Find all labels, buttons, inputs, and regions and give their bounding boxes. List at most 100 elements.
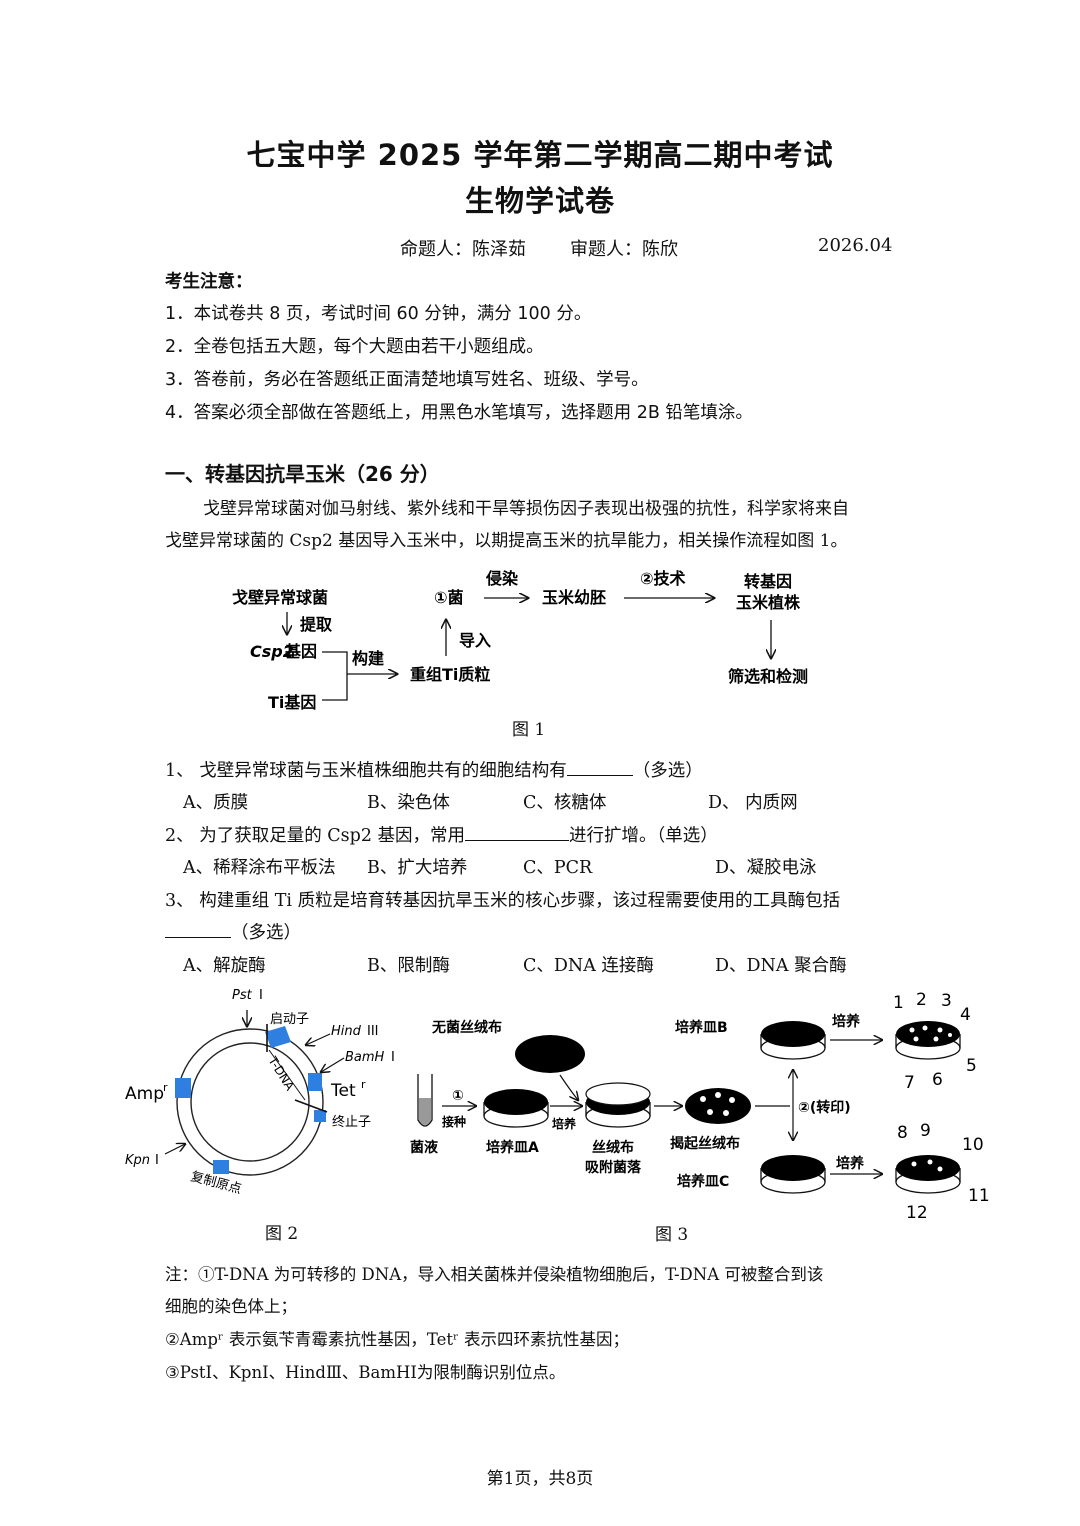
- kpn-label: Kpn: [125, 1153, 150, 1168]
- terminator-block: [314, 1110, 326, 1122]
- question-type: （多选）: [231, 923, 301, 943]
- dish-c: [760, 1155, 826, 1194]
- velvet-disc: [515, 1035, 585, 1073]
- fig1-transgenic-2: 玉米植株: [736, 593, 801, 612]
- bacteria-liquid: [419, 1098, 431, 1125]
- notice-item: 1．本试卷共 8 页，考试时间 60 分钟，满分 100 分。: [165, 304, 592, 324]
- figure3-replica-plating: 无菌丝绒布 菌液 ① 接种 培养皿A 培养 丝绒布 吸附菌落: [410, 990, 990, 1222]
- option-c: C、PCR: [523, 858, 593, 878]
- fig1-transgenic-1: 转基因: [744, 572, 792, 591]
- question-2: 2、 为了获取足量的 Csp2 基因，常用 进行扩增。（单选）: [165, 822, 718, 847]
- step1-marker: ①: [452, 1088, 464, 1104]
- promoter-label: 启动子: [270, 1012, 309, 1027]
- culture-label-1: 培养: [552, 1116, 576, 1131]
- fig1-screen: 筛选和检测: [728, 667, 808, 686]
- fig1-extract: 提取: [300, 615, 332, 634]
- velvet-absorb-label-1: 丝绒布: [592, 1139, 634, 1156]
- answer-blank: [465, 822, 570, 841]
- note-line: ③PstⅠ、KpnⅠ、HindⅢ、BamHⅠ为限制酶识别位点。: [165, 1363, 566, 1382]
- colony-11: 11: [968, 1186, 990, 1206]
- velvet-on-dish: [585, 1082, 651, 1128]
- fig1-csp2: Csp2: [250, 642, 294, 661]
- fig1-ti-gene: Ti基因: [268, 693, 316, 710]
- culture-label-2: 培养: [832, 1013, 861, 1030]
- fig1-technique: ②技术: [640, 569, 686, 588]
- fig1-recombinant: 重组Ti质粒: [410, 665, 490, 684]
- dish-a: [483, 1089, 549, 1128]
- figure1-flowchart: 戈壁异常球菌 提取 Csp2 基因 Ti基因 构建 重组Ti质粒 导入 ①菌 侵…: [232, 569, 808, 710]
- result-dish-top: [895, 1021, 961, 1060]
- result-dish-bottom: [895, 1155, 961, 1194]
- note-line: ②Ampʳ 表示氨苄青霉素抗性基因，Tetʳ 表示四环素抗性基因；: [165, 1330, 629, 1349]
- figure1-caption: 图 1: [512, 720, 546, 740]
- notice-heading: 考生注意：: [165, 272, 253, 292]
- page-number: 第1页，共8页: [486, 1469, 594, 1489]
- liquid-label: 菌液: [410, 1139, 439, 1156]
- terminator-label: 终止子: [332, 1114, 371, 1130]
- option-b: B、染色体: [367, 793, 450, 813]
- colony-12: 12: [906, 1203, 928, 1222]
- bamh-roman: I: [391, 1050, 395, 1065]
- amp-gene-block: [175, 1078, 191, 1098]
- pst-roman: I: [259, 988, 263, 1003]
- fig1-embryo: 玉米幼胚: [542, 588, 606, 607]
- reviewer-label: 审题人：陈欣: [570, 239, 678, 260]
- fig1-source: 戈壁异常球菌: [232, 588, 328, 607]
- figure2-plasmid-map: Pst I 启动子 Hind III BamH I T-DNA Tet r 终止…: [125, 988, 395, 1197]
- colony-5: 5: [966, 1056, 977, 1076]
- question-3-cont: （多选）: [165, 919, 301, 944]
- colony-8: 8: [897, 1123, 908, 1143]
- figure3-caption: 图 3: [655, 1225, 689, 1245]
- colony-6: 6: [932, 1070, 943, 1090]
- question-stem: 1、 戈壁异常球菌与玉米植株细胞共有的细胞结构有: [165, 761, 567, 781]
- tet-label: Tet: [330, 1081, 356, 1101]
- fig1-import: 导入: [459, 631, 491, 650]
- lifted-velvet: [685, 1088, 751, 1124]
- tet-gene-block: [308, 1073, 322, 1091]
- note-line: 注：①T-DNA 为可转移的 DNA，导入相关菌株并侵染植物细胞后，T-DNA …: [165, 1265, 824, 1284]
- section-heading: 一、转基因抗旱玉米（26 分）: [165, 462, 440, 486]
- note-line: 细胞的染色体上；: [165, 1297, 297, 1316]
- fig1-csp2-suffix: 基因: [284, 642, 317, 661]
- ori-block: [213, 1160, 229, 1174]
- option-d: D、凝胶电泳: [715, 858, 817, 878]
- dishB-label: 培养皿B: [675, 1019, 728, 1036]
- colony-4: 4: [960, 1005, 971, 1025]
- option-a: A、稀释涂布平板法: [183, 858, 336, 878]
- velvet-label: 无菌丝绒布: [431, 1019, 502, 1036]
- fig1-infect: 侵染: [485, 569, 519, 588]
- answer-blank: [165, 919, 231, 938]
- option-d: D、DNA 聚合酶: [715, 956, 847, 976]
- step2-label: ②(转印): [798, 1099, 851, 1116]
- exam-title: 七宝中学 2025 学年第二学期高二期中考试: [246, 138, 834, 172]
- question-type: 进行扩增。（单选）: [569, 826, 718, 846]
- exam-date: 2026.04: [818, 235, 893, 256]
- option-d: D、 内质网: [708, 793, 798, 813]
- test-tube: [417, 1074, 433, 1127]
- culture-label-3: 培养: [836, 1155, 865, 1172]
- plasmid-outer-ring: [176, 1028, 324, 1176]
- colony-10: 10: [962, 1135, 984, 1155]
- pst-label: Pst: [232, 988, 253, 1003]
- tet-superscript: r: [361, 1078, 366, 1091]
- option-a: A、解旋酶: [183, 956, 266, 976]
- exam-subtitle: 生物学试卷: [464, 184, 615, 218]
- tdna-label: T-DNA: [265, 1053, 297, 1093]
- notice-item: 2．全卷包括五大题，每个大题由若干小题组成。: [165, 337, 544, 357]
- intro-paragraph-line: 戈壁异常球菌对伽马射线、紫外线和干旱等损伤因子表现出极强的抗性，科学家将来自: [203, 499, 849, 519]
- option-c: C、核糖体: [523, 793, 607, 813]
- velvet-absorb-label-2: 吸附菌落: [585, 1159, 642, 1176]
- answer-blank: [566, 757, 633, 776]
- kpn-roman: I: [155, 1153, 159, 1168]
- bamh-label: BamH: [345, 1050, 385, 1065]
- colony-9: 9: [920, 1121, 931, 1141]
- fig1-construct: 构建: [352, 649, 384, 668]
- colony-3: 3: [941, 991, 952, 1011]
- dish-b: [760, 1021, 826, 1060]
- inoculate-label: 接种: [442, 1114, 466, 1129]
- option-a: A、质膜: [183, 793, 249, 813]
- figure2-caption: 图 2: [265, 1224, 299, 1244]
- notice-item: 4．答案必须全部做在答题纸上，用黑色水笔填写，选择题用 2B 铅笔填涂。: [165, 403, 753, 423]
- question-stem: 2、 为了获取足量的 Csp2 基因，常用: [165, 826, 466, 846]
- option-b: B、扩大培养: [367, 858, 468, 878]
